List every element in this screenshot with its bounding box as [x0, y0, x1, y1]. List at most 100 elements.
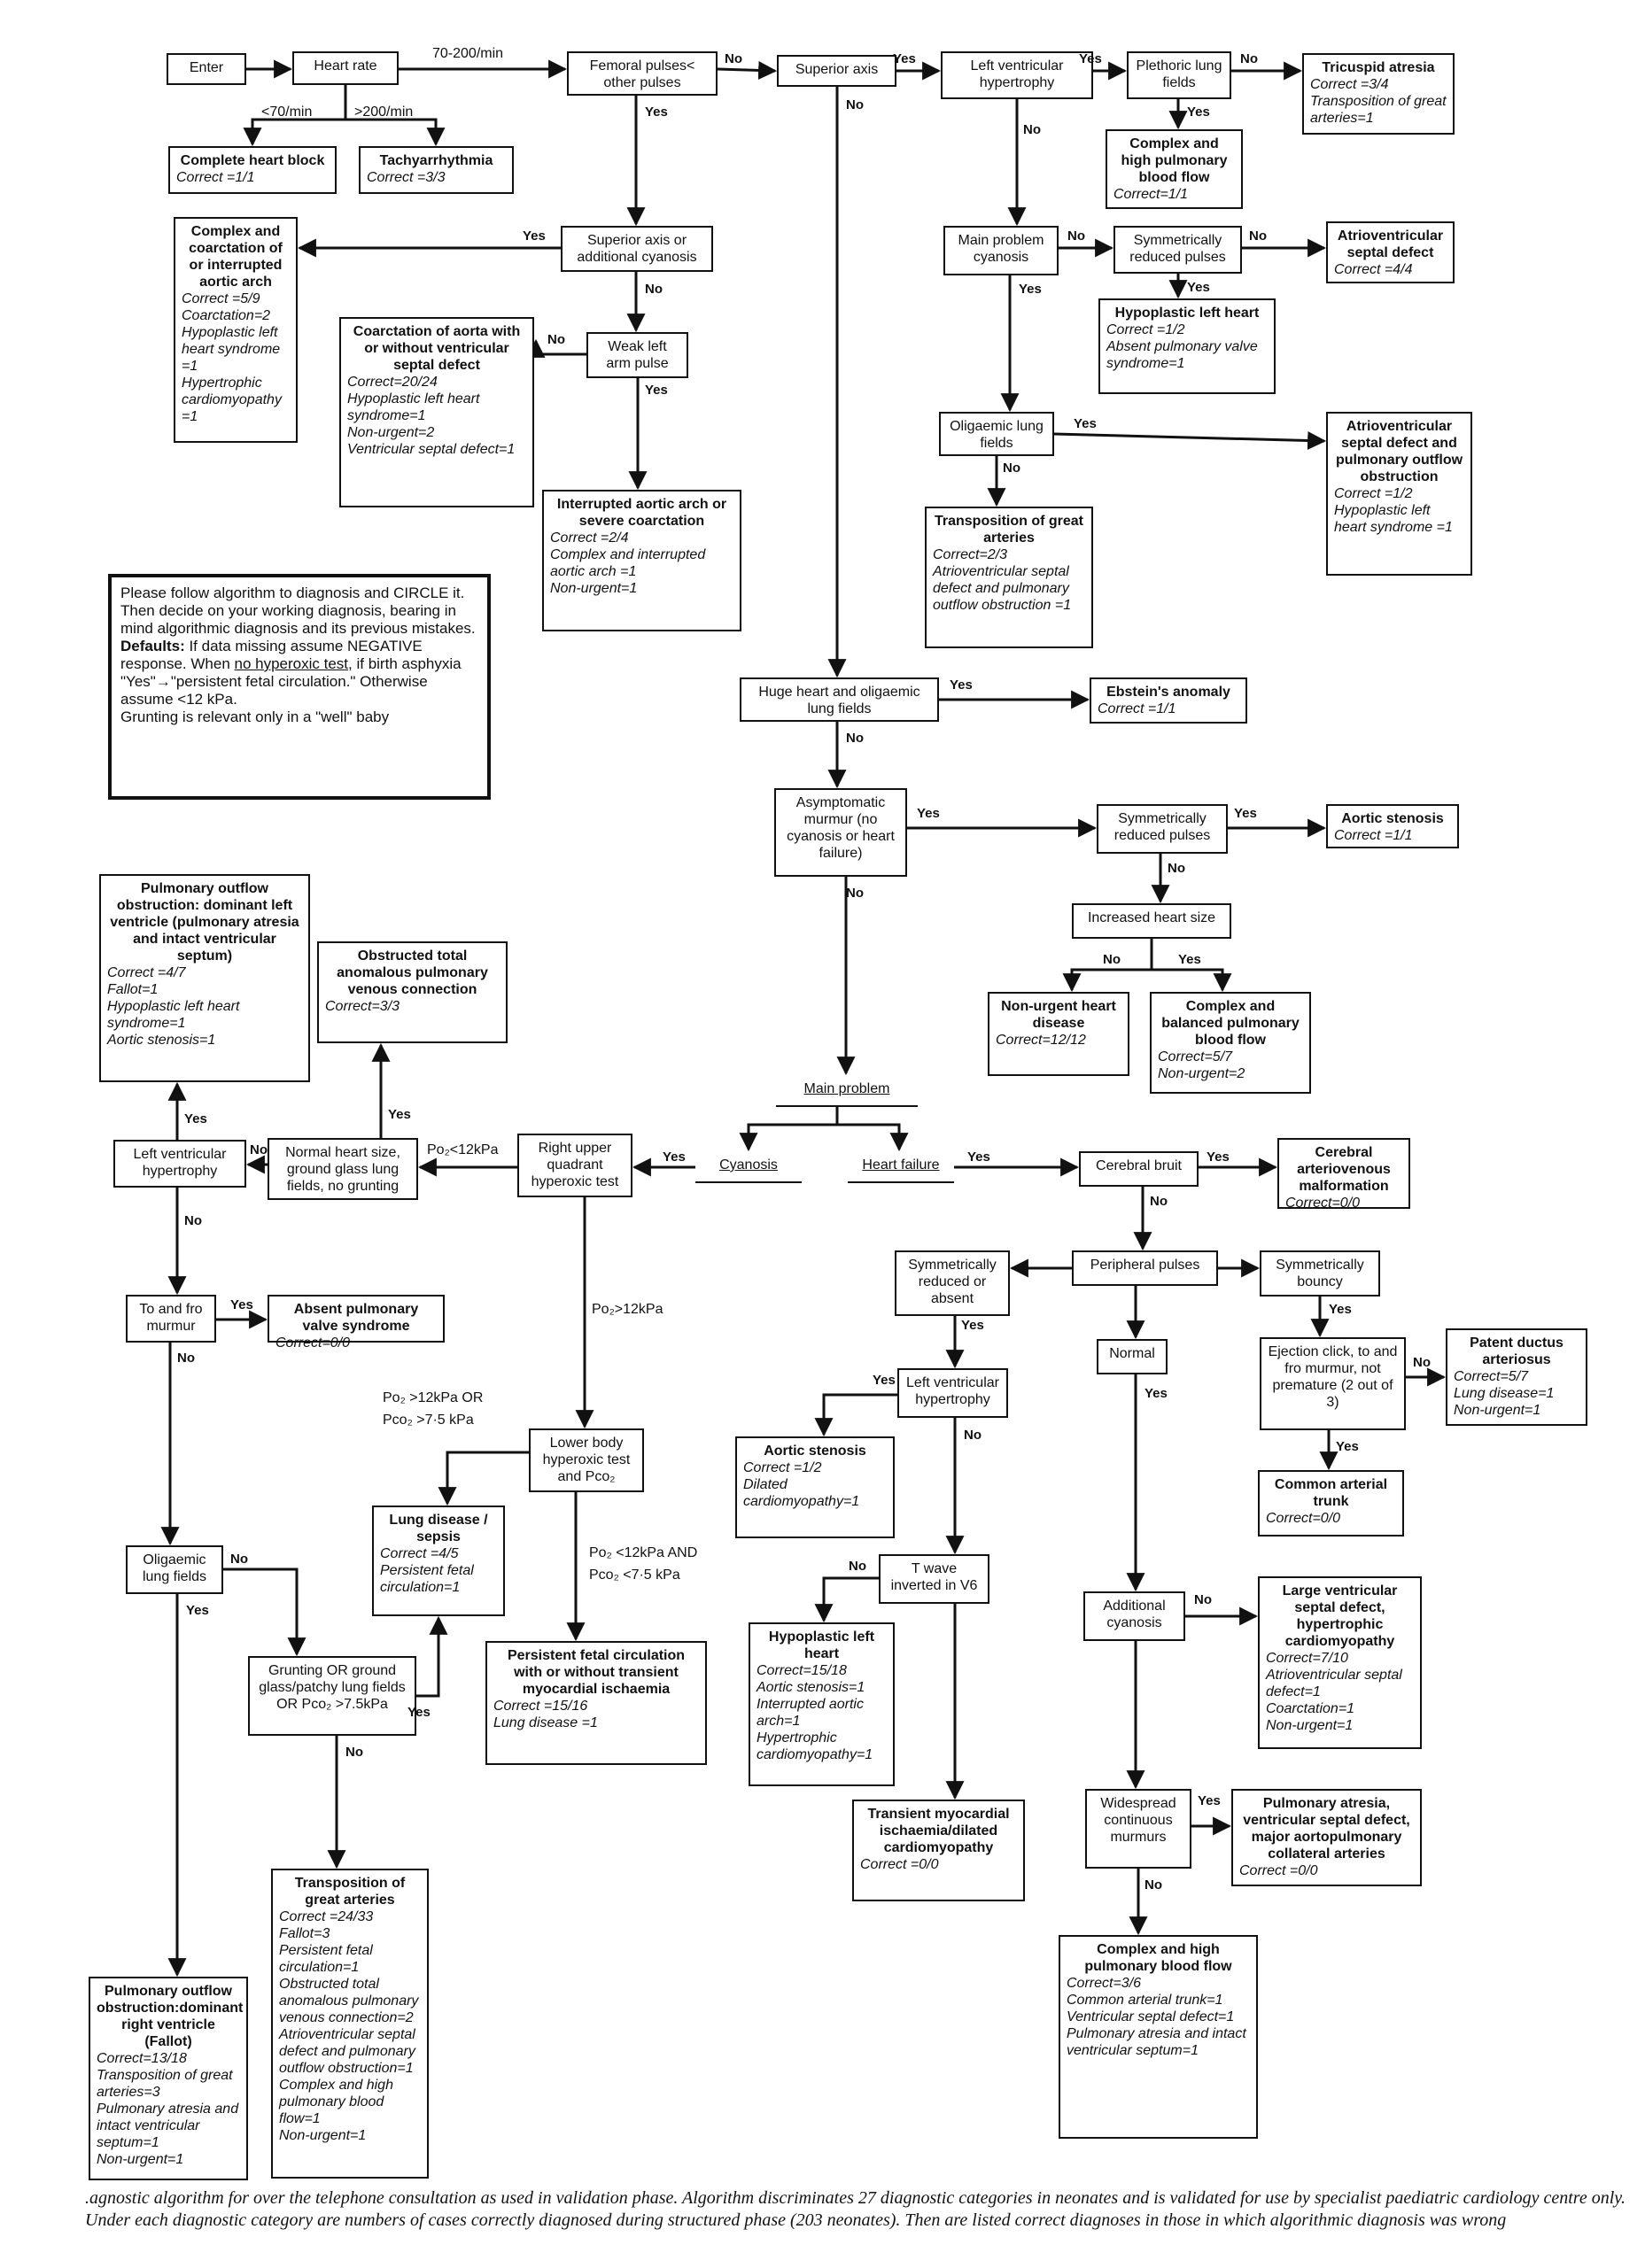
node-detail-line: Correct=0/0 — [275, 1335, 351, 1351]
node-detail-line: Coarctation=1 — [1266, 1701, 1355, 1716]
edge-label-no: No — [1103, 952, 1121, 967]
node-detail-line: Persistent fetal circulation=1 — [380, 1563, 474, 1595]
edge-label-yes: Yes — [663, 1149, 686, 1165]
edge-label-no: No — [345, 1745, 363, 1760]
edge-label-yes: Yes — [917, 806, 940, 821]
node-detail-line: Correct =2/4 — [550, 530, 629, 546]
node-title: Oligaemic lung fields — [950, 419, 1044, 451]
node-detail-line: Atrioventricular septal defect and pulmo… — [279, 2027, 415, 2076]
node-detail-line: Absent pulmonary valve syndrome=1 — [1106, 339, 1258, 371]
edge-label-yes: Yes — [950, 677, 973, 693]
node-detail-line: Correct=15/18 — [757, 1663, 847, 1678]
node-detail-line: Non-urgent=2 — [347, 425, 435, 440]
node-title: Transient myocardial ischaemia/dilated c… — [867, 1807, 1010, 1855]
node-title: Hypoplastic left heart — [1114, 306, 1260, 321]
node-title: Main problem — [803, 1081, 890, 1096]
node-detail-line: Correct =4/5 — [380, 1546, 459, 1561]
node-detail-line: Aortic stenosis=1 — [107, 1033, 216, 1048]
arrow-main-problem-to-cyanosis — [739, 1107, 839, 1152]
node-detail-line: Correct=5/7 — [1454, 1369, 1529, 1384]
node-detail-line: Ventricular septal defect=1 — [1067, 2009, 1235, 2024]
node-detail-line: Obstructed total anomalous pulmonary ven… — [279, 1977, 419, 2025]
node-complex-balanced: Complex and balanced pulmonary blood flo… — [1150, 992, 1311, 1094]
node-detail-line: Correct =1/2 — [743, 1460, 822, 1475]
edge-label-po2-lt: Po₂<12kPa — [427, 1142, 499, 1157]
edge-label-no: No — [1003, 461, 1020, 476]
instructions-box: Please follow algorithm to diagnosis and… — [108, 574, 491, 800]
node-title: Normal — [1109, 1346, 1155, 1361]
edge-label-no: No — [645, 282, 663, 297]
node-pof-right: Pulmonary outflow obstruction:dominant r… — [89, 1977, 248, 2180]
node-detail-line: Non-urgent=1 — [1266, 1718, 1354, 1733]
node-complex-coarct: Complex and coarctation of or interrupte… — [174, 217, 298, 443]
node-sym-bouncy: Symmetrically bouncy — [1260, 1250, 1380, 1297]
node-detail-line: Non-urgent=1 — [550, 581, 638, 596]
edge-label-no: No — [846, 731, 864, 746]
arrow-femoral-to-superior-axis — [717, 60, 778, 80]
node-main-problem: Main problem — [776, 1075, 918, 1107]
node-detail-line: Common arterial trunk=1 — [1067, 1993, 1223, 2008]
node-detail-line: Hypertrophic cardiomyopathy=1 — [757, 1730, 873, 1762]
node-detail-line: Correct=2/3 — [933, 547, 1008, 562]
arrow-increased-to-non-urgent — [1062, 939, 1153, 993]
edge-label-no: No — [177, 1351, 195, 1366]
node-title: Cerebral arteriovenous malformation — [1297, 1145, 1391, 1194]
node-interrupted: Interrupted aortic arch or severe coarct… — [542, 490, 741, 631]
node-detail-line: Pulmonary atresia and intact ventricular… — [1067, 2026, 1246, 2058]
node-detail-line: Correct=13/18 — [97, 2051, 187, 2066]
node-widespread: Widespread continuous murmurs — [1085, 1789, 1191, 1869]
node-detail-line: Non-urgent=1 — [279, 2128, 367, 2143]
node-title: Femoral pulses< other pulses — [589, 58, 695, 90]
node-detail-line: Non-urgent=1 — [1454, 1403, 1541, 1418]
instructions-no-hyperoxic: no hyperoxic test — [234, 655, 349, 672]
node-title: Ejection click, to and fro murmur, not p… — [1268, 1344, 1398, 1410]
node-title: Grunting OR ground glass/patchy lung fie… — [259, 1663, 406, 1712]
edge-label-no: No — [1194, 1592, 1212, 1607]
node-oligaemic-top: Oligaemic lung fields — [939, 412, 1054, 456]
node-title: Symmetrically bouncy — [1276, 1258, 1364, 1289]
node-asymptomatic: Asymptomatic murmur (no cyanosis or hear… — [774, 788, 907, 877]
node-superior-axis: Superior axis — [777, 55, 896, 87]
node-detail-line: Ventricular septal defect=1 — [347, 442, 516, 457]
edge-label-yes: Yes — [645, 104, 668, 120]
instructions-line-2: If data missing assume NEGATIVE response… — [120, 638, 423, 672]
arrow-oligaemic-to-grunting — [223, 1567, 306, 1657]
node-title: Cyanosis — [719, 1157, 778, 1173]
node-title: Aortic stenosis — [764, 1444, 866, 1459]
edge-label-yes: Yes — [961, 1318, 984, 1333]
node-grunting: Grunting OR ground glass/patchy lung fie… — [248, 1656, 416, 1736]
node-sym-reduced-absent: Symmetrically reduced or absent — [895, 1250, 1010, 1316]
node-heart-failure: Heart failure — [848, 1151, 954, 1183]
node-detail-line: Hypertrophic cardiomyopathy =1 — [182, 375, 282, 424]
edge-label-yes: Yes — [1178, 952, 1201, 967]
node-t-wave: T wave inverted in V6 — [879, 1554, 989, 1604]
node-sym-reduced-mid: Symmetrically reduced pulses — [1097, 804, 1228, 854]
node-title: Heart failure — [862, 1157, 940, 1173]
edge-label-no: No — [230, 1552, 248, 1567]
node-lvh-top: Left ventricular hypertrophy — [941, 51, 1093, 99]
edge-label-po2-and: Po₂ <12kPa AND — [589, 1545, 698, 1560]
node-title: Complex and high pulmonary blood flow — [1084, 1942, 1232, 1974]
arrow-weak-left-to-coarct-vsd — [526, 338, 586, 358]
node-increased-heart: Increased heart size — [1072, 903, 1231, 939]
node-transient: Transient myocardial ischaemia/dilated c… — [852, 1800, 1025, 1901]
instructions-defaults-label: Defaults: — [120, 638, 185, 654]
arrow-grunting-to-lung-disease — [416, 1615, 448, 1698]
figure-caption: .agnostic algorithm for over the telepho… — [85, 2188, 1626, 2230]
arrow-lvh-right-to-aortic-stenosis — [814, 1393, 897, 1437]
node-title: Left ventricular hypertrophy — [970, 58, 1064, 90]
node-title: Common arterial trunk — [1274, 1477, 1388, 1509]
node-detail-line: Correct =1/1 — [176, 170, 255, 185]
node-title: Right upper quadrant hyperoxic test — [531, 1141, 619, 1189]
arrow-oligaemic-to-avsd-pof — [1053, 431, 1327, 451]
node-title: Symmetrically reduced pulses — [1113, 811, 1211, 843]
edge-label-po2-or: Po₂ >12kPa OR — [383, 1390, 484, 1405]
